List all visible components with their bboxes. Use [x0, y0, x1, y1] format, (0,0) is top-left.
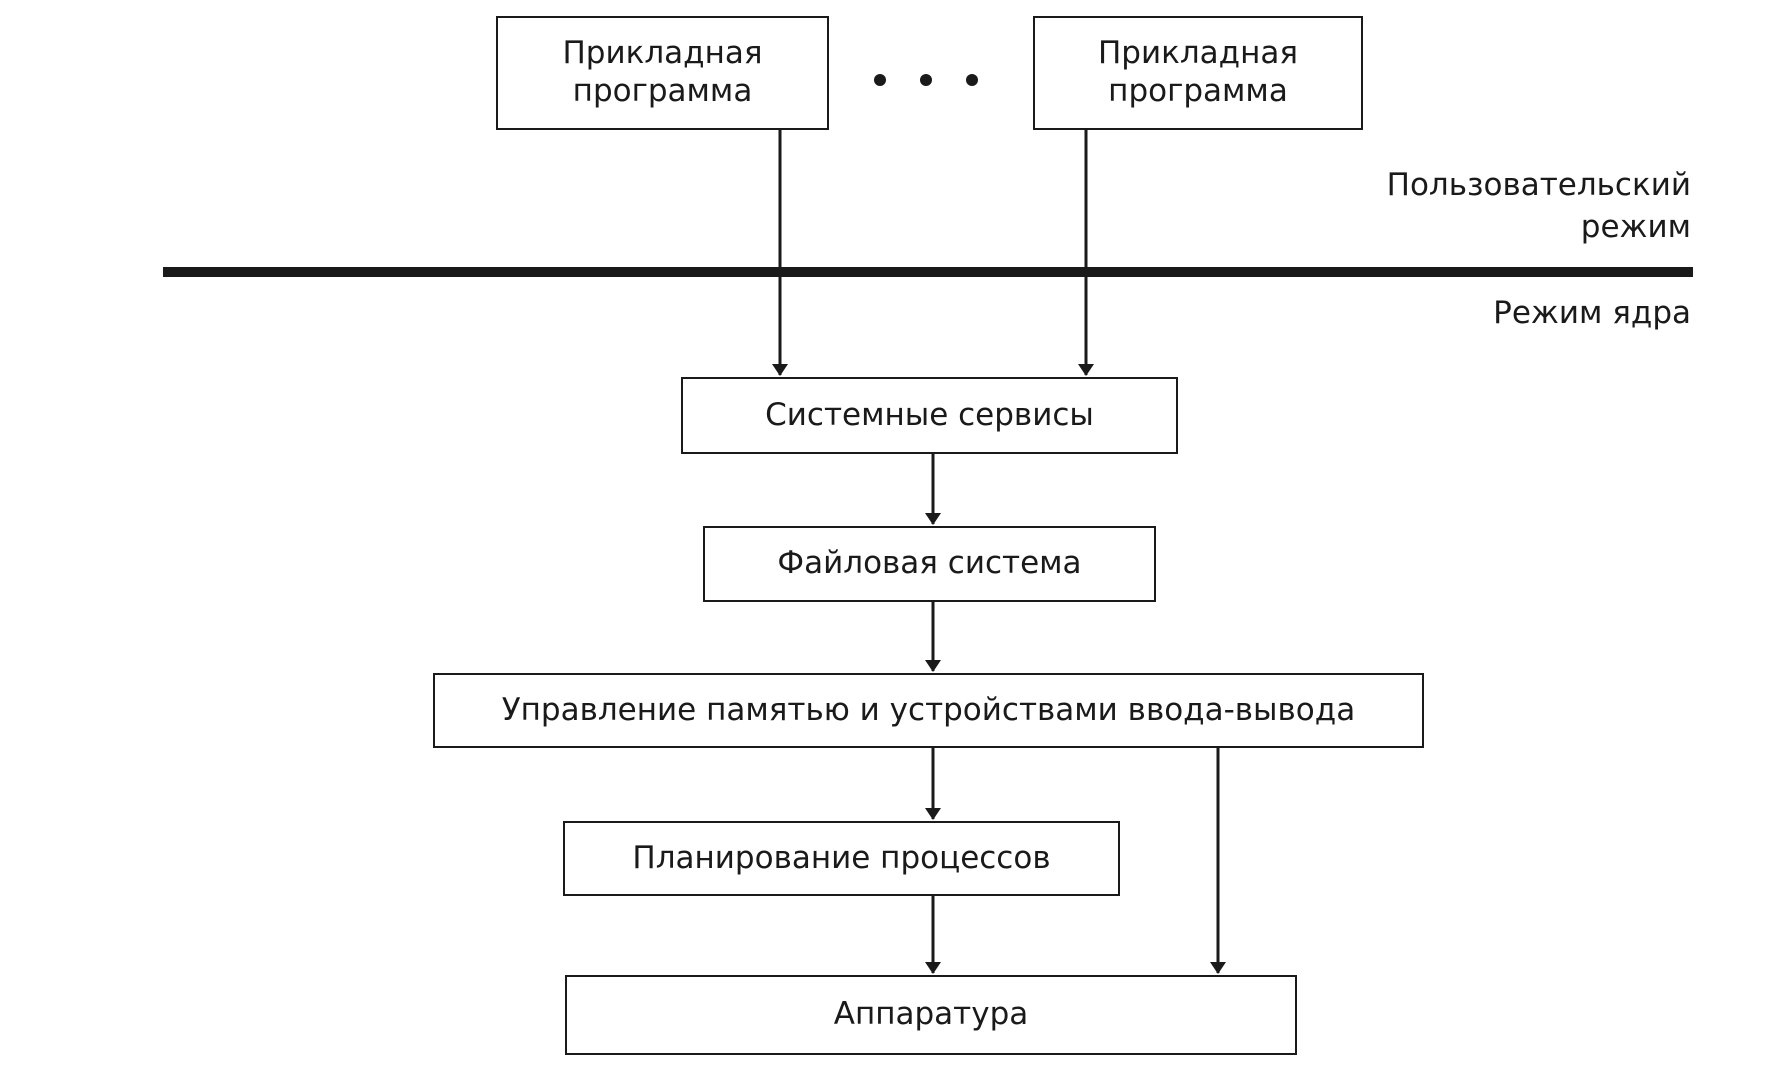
- system-services-label: Системные сервисы: [765, 396, 1094, 433]
- app-program-left-box: Прикладная программа: [496, 16, 829, 130]
- kernel-mode-label: Режим ядра: [1493, 295, 1691, 331]
- file-system-box: Файловая система: [703, 526, 1156, 602]
- app-program-right-box: Прикладная программа: [1033, 16, 1363, 130]
- system-services-box: Системные сервисы: [681, 377, 1178, 454]
- ellipsis-dots: [874, 74, 978, 86]
- hardware-label: Аппаратура: [833, 996, 1029, 1033]
- user-mode-label: Пользовательский режим: [1386, 167, 1691, 245]
- memory-io-management-label: Управление памятью и устройствами ввода-…: [501, 691, 1356, 728]
- hardware-box: Аппаратура: [565, 975, 1297, 1055]
- process-scheduling-box: Планирование процессов: [563, 821, 1120, 896]
- memory-io-management-box: Управление памятью и устройствами ввода-…: [433, 673, 1424, 748]
- file-system-label: Файловая система: [777, 545, 1082, 582]
- app-program-right-label: Прикладная программа: [1097, 35, 1299, 109]
- process-scheduling-label: Планирование процессов: [632, 839, 1051, 876]
- app-program-left-label: Прикладная программа: [562, 35, 763, 109]
